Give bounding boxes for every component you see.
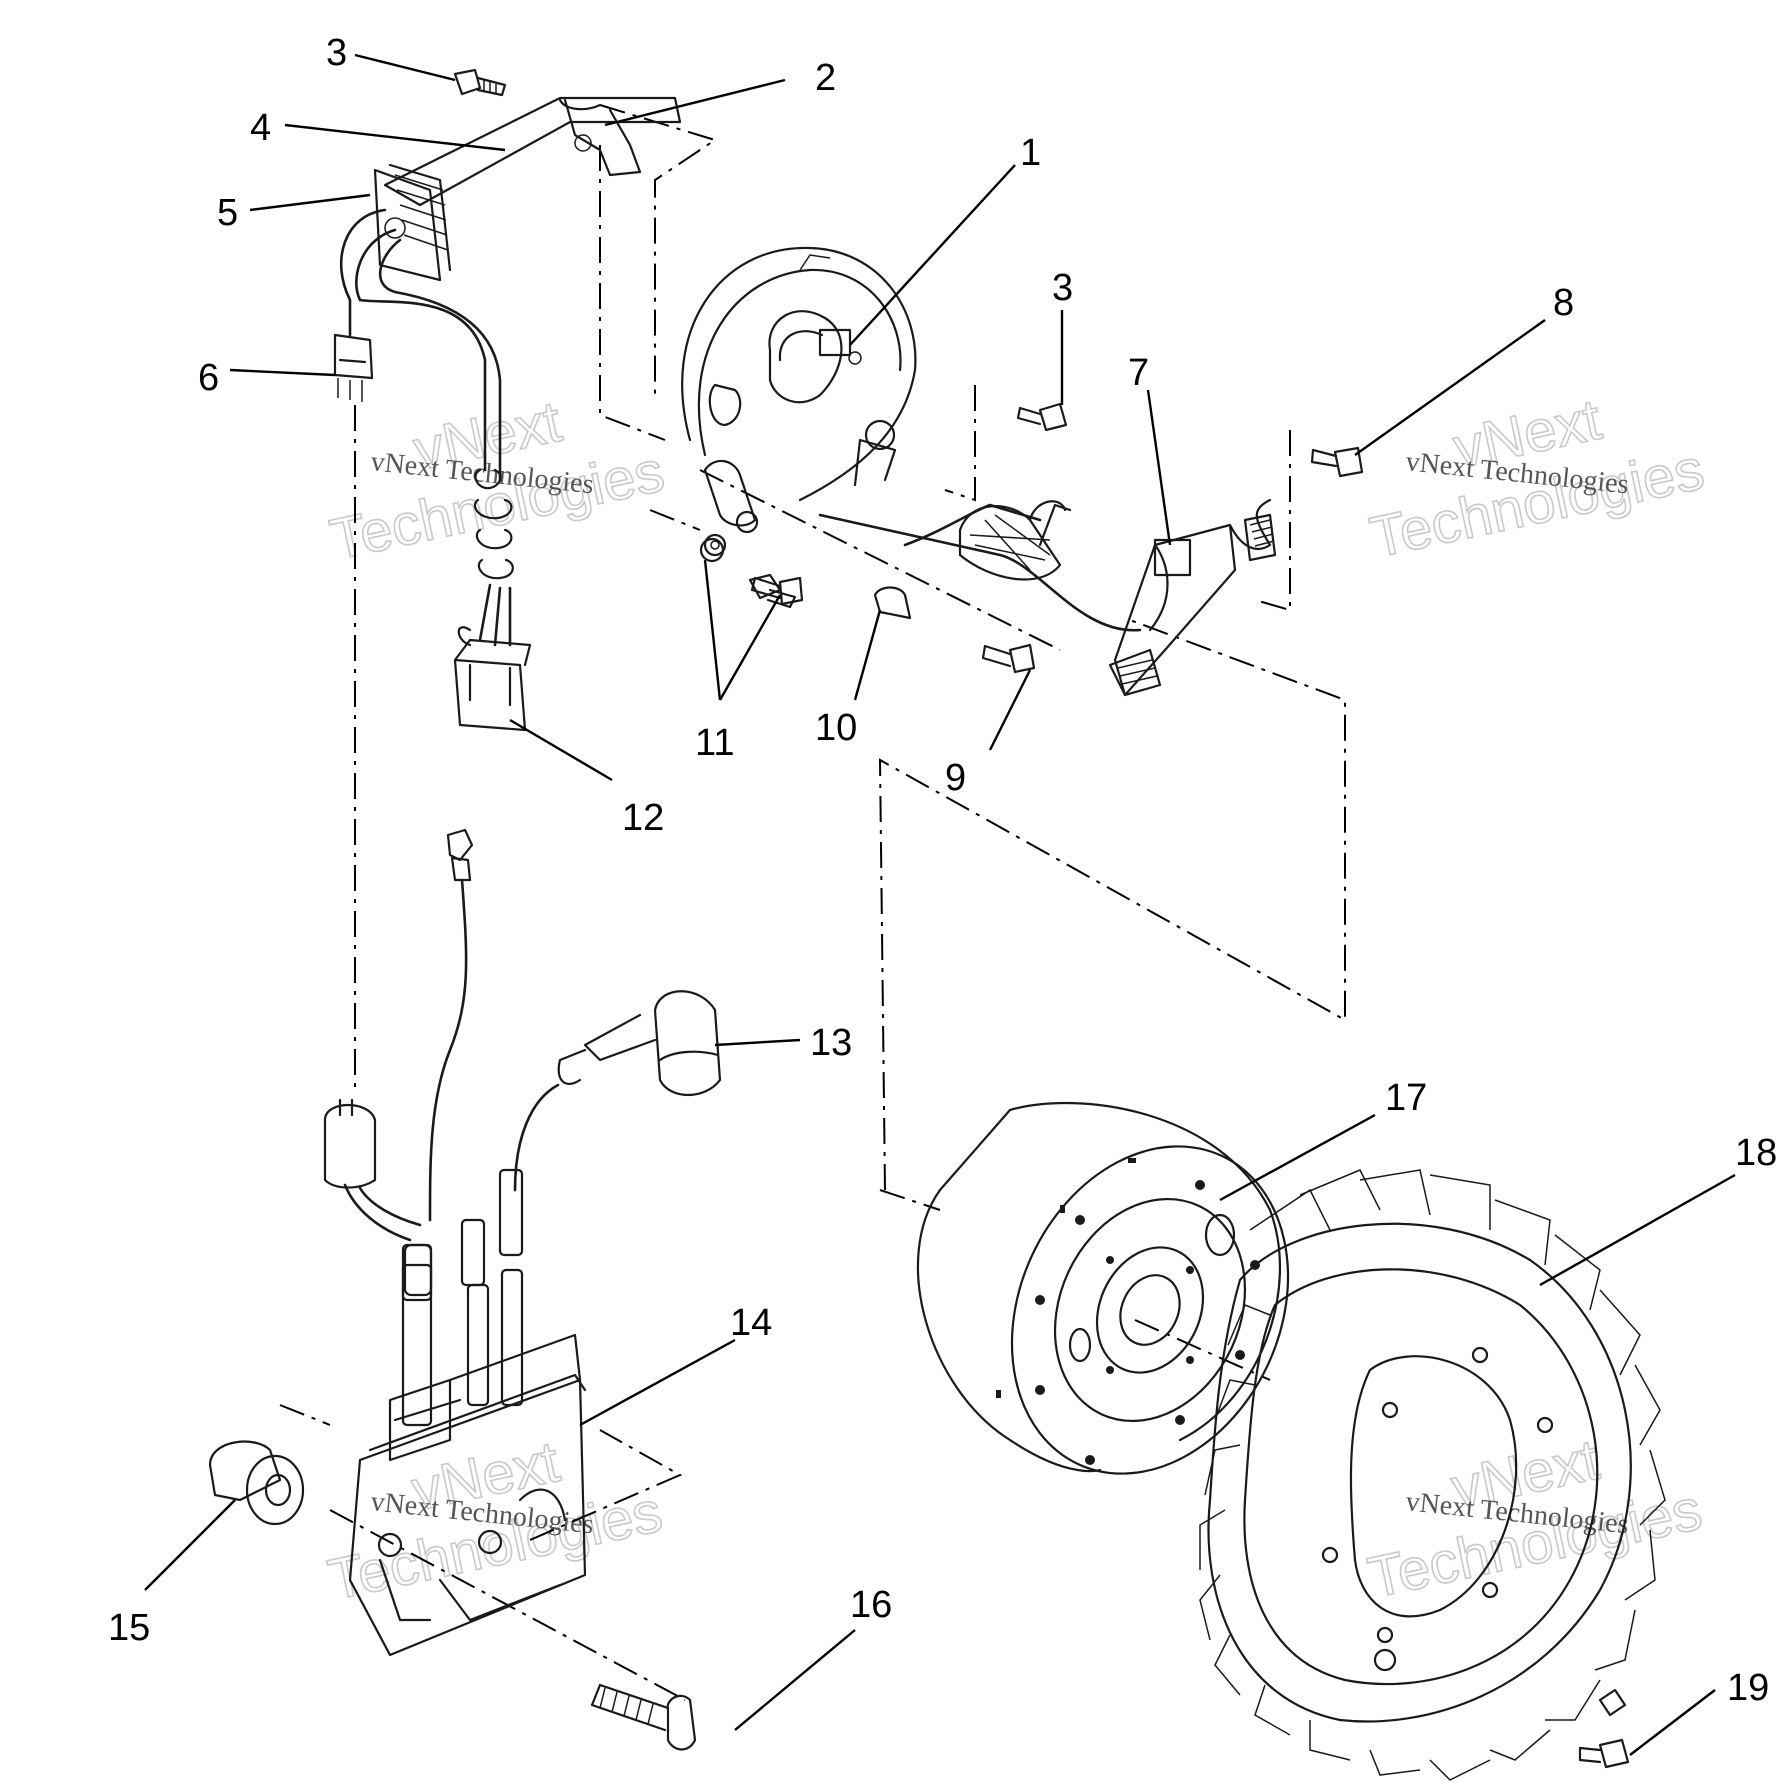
screw-8 — [1310, 446, 1364, 478]
callout-5: 5 — [217, 192, 238, 234]
callout-14: 14 — [730, 1302, 772, 1344]
harness-plug-left — [323, 1098, 422, 1242]
grommet-15 — [208, 1440, 305, 1526]
callout-9: 9 — [945, 757, 966, 799]
callout-10: 10 — [815, 707, 857, 749]
pickup-sensor — [703, 459, 912, 620]
callout-3: 3 — [1052, 267, 1073, 309]
leader-lines — [144, 53, 1736, 1756]
stator-plate — [681, 246, 917, 502]
exciter-coil — [818, 500, 1142, 632]
screw-3-mid — [1016, 402, 1068, 432]
callout-18: 18 — [1735, 1132, 1777, 1174]
screw-19 — [1578, 1738, 1630, 1769]
callout-16: 16 — [850, 1584, 892, 1626]
callout-7: 7 — [1128, 352, 1149, 394]
wiring-bracket — [383, 96, 682, 207]
bolt-16 — [590, 1683, 697, 1751]
callout-17: 17 — [1385, 1077, 1427, 1119]
callout-labels: 1 2 3 3 4 5 6 7 8 9 10 11 12 13 14 15 16… — [108, 32, 1777, 1709]
callout-8: 8 — [1553, 282, 1574, 324]
callout-2: 2 — [815, 57, 836, 99]
cooling-fan-18 — [1199, 1169, 1666, 1781]
callout-12: 12 — [622, 797, 664, 839]
callout-3: 3 — [326, 32, 347, 74]
callout-13: 13 — [810, 1022, 852, 1064]
screw-9 — [981, 643, 1036, 674]
connector-6 — [333, 333, 374, 402]
lead-wire-left — [428, 828, 474, 1222]
flywheel-17 — [916, 1101, 1290, 1475]
bolt-3-top — [453, 68, 507, 97]
callout-1: 1 — [1020, 132, 1041, 174]
callout-11: 11 — [695, 722, 734, 764]
screw-11 — [699, 537, 804, 606]
plug-cap-13 — [513, 990, 722, 1192]
rectifier-module — [373, 163, 452, 282]
callout-15: 15 — [108, 1607, 150, 1649]
watermark-group: vNext Technologies vNext Technologies vN… — [322, 386, 1710, 1614]
harness-wires — [339, 208, 502, 482]
callout-4: 4 — [250, 107, 271, 149]
callout-19: 19 — [1727, 1667, 1769, 1709]
ignition-coil-14 — [348, 1168, 587, 1657]
callout-6: 6 — [198, 357, 219, 399]
charge-coil-7 — [1108, 498, 1277, 697]
